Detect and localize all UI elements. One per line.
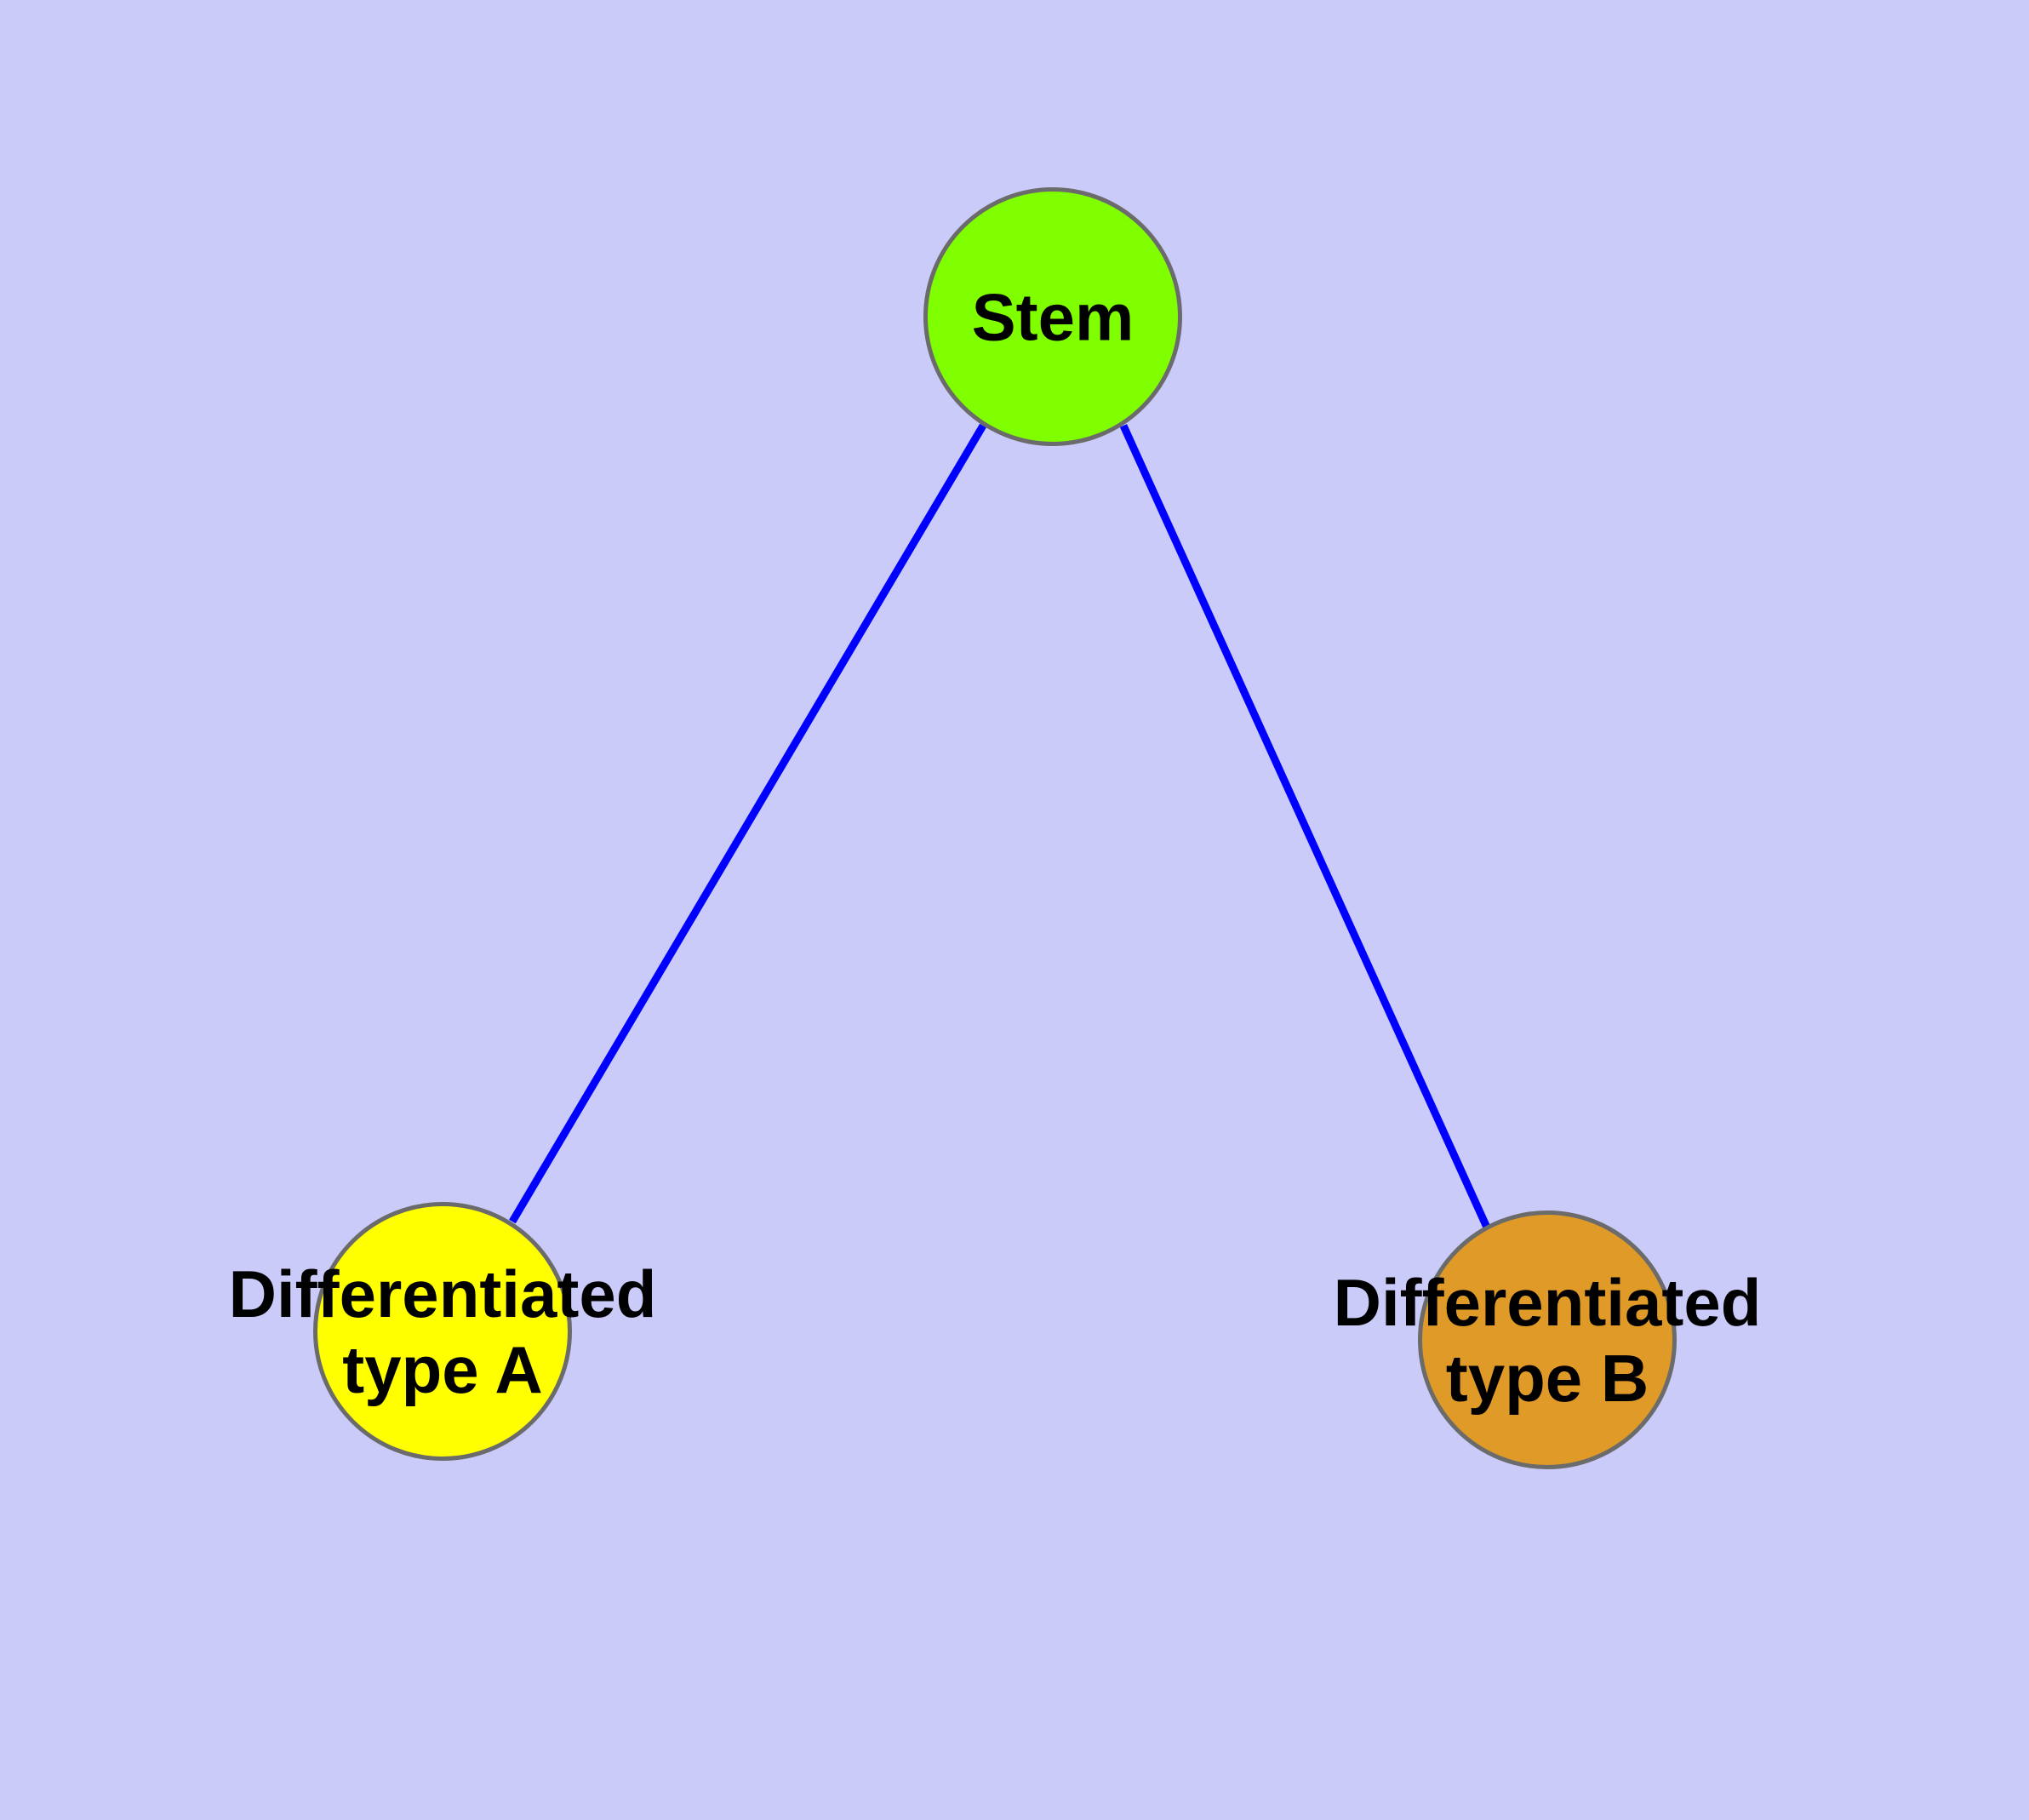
node-label-line: type A bbox=[342, 1332, 543, 1407]
node-label-line: Differentiated bbox=[229, 1256, 657, 1331]
node-differentiated-type-b[interactable] bbox=[1418, 1210, 1677, 1469]
node-label-line: Differentiated bbox=[1334, 1265, 1762, 1340]
node-label-line: type B bbox=[1446, 1341, 1649, 1416]
edge-layer bbox=[509, 423, 1492, 1231]
node-label-stem: Stem bbox=[972, 279, 1135, 354]
node-stem[interactable] bbox=[923, 187, 1182, 446]
node-label-line: Stem bbox=[972, 279, 1135, 354]
edge-stem-to-differentiated-type-a[interactable] bbox=[509, 423, 986, 1224]
node-layer bbox=[313, 187, 1677, 1469]
node-differentiated-type-a[interactable] bbox=[313, 1202, 572, 1461]
edge-stem-to-differentiated-type-b[interactable] bbox=[1119, 424, 1492, 1231]
